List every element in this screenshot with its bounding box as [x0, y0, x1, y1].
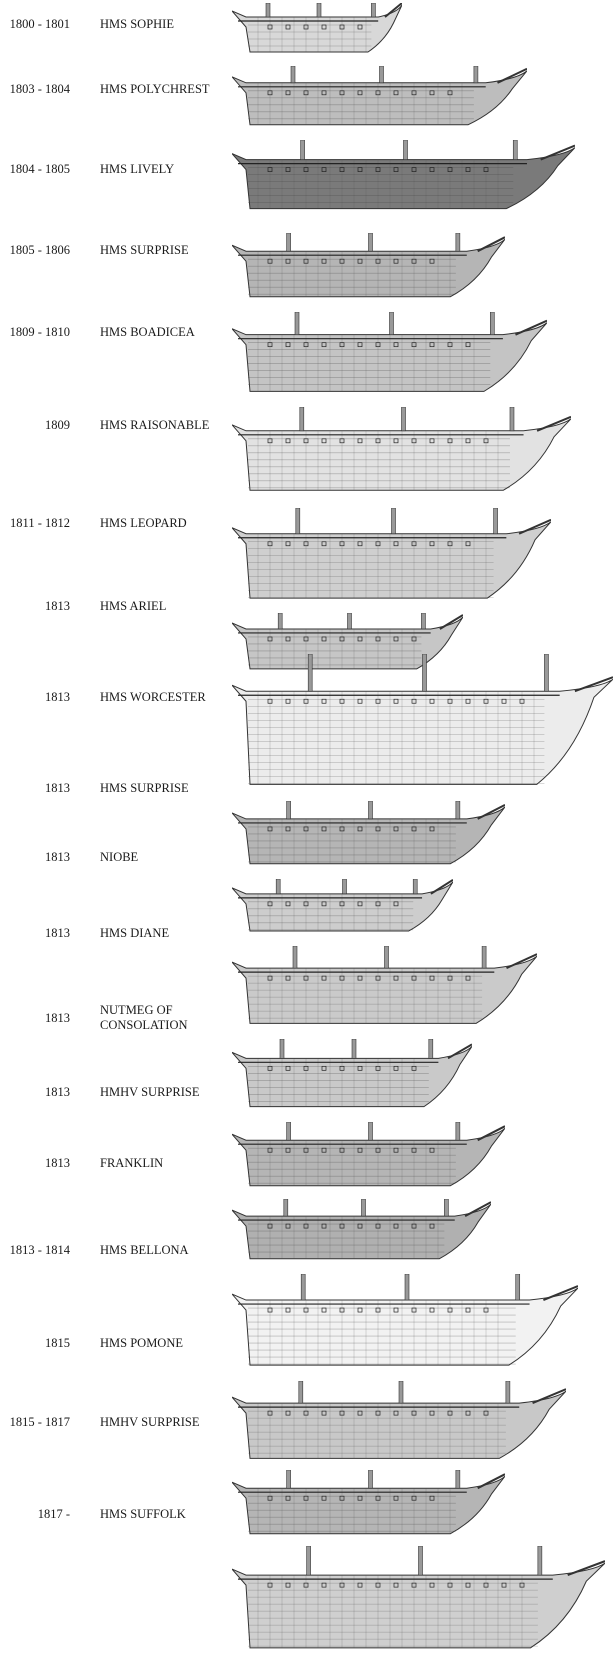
ship-plan-drawing	[232, 508, 551, 600]
service-years: 1809	[45, 418, 70, 432]
ship-plan-drawing	[232, 233, 505, 298]
ship-name: HMS DIANE	[100, 926, 170, 940]
ship-plan-drawing	[232, 654, 613, 787]
ship-name: HMS SOPHIE	[100, 17, 174, 31]
service-years: 1813	[45, 926, 70, 940]
service-years: 1804 - 1805	[9, 162, 70, 176]
ship-name: HMS BOADICEA	[100, 325, 195, 339]
ship-plan-drawing	[232, 407, 571, 492]
ship-name-line: NUTMEG OF	[100, 1003, 173, 1017]
ship-plan-drawing	[232, 140, 575, 210]
ship-name: NIOBE	[100, 850, 139, 864]
ship-name: HMS SURPRISE	[100, 781, 189, 795]
ship-name: HMS POMONE	[100, 1336, 184, 1350]
service-years: 1803 - 1804	[9, 82, 70, 96]
service-years: 1815	[45, 1336, 70, 1350]
ship-plan-drawing	[232, 1274, 578, 1367]
ship-name: HMHV SURPRISE	[100, 1085, 200, 1099]
service-years: 1813	[45, 599, 70, 613]
service-years: 1800 - 1801	[9, 17, 70, 31]
ship-plan-drawing	[232, 879, 453, 932]
ship-plan-drawing	[232, 1039, 472, 1108]
ship-plan-drawing	[232, 3, 402, 53]
ship-name: HMS WORCESTER	[100, 690, 206, 704]
service-years: 1813	[45, 1085, 70, 1099]
service-years: 1811 - 1812	[10, 516, 70, 530]
service-years: 1813	[45, 690, 70, 704]
ship-name: HMS ARIEL	[100, 599, 167, 613]
ship-plan-drawing	[232, 613, 463, 670]
ship-plan-drawing	[232, 946, 537, 1025]
ship-name: HMS LIVELY	[100, 162, 175, 176]
service-years: 1813	[45, 1156, 70, 1170]
ship-name-line: CONSOLATION	[100, 1018, 188, 1032]
ship-name: HMS POLYCHREST	[100, 82, 210, 96]
service-years: 1815 - 1817	[9, 1415, 70, 1429]
ship-plan-drawing	[232, 66, 527, 126]
ship-plan-drawing	[232, 1470, 505, 1535]
ship-plan-drawing	[232, 312, 547, 393]
ship-name: HMS RAISONABLE	[100, 418, 210, 432]
ship-name: HMS LEOPARD	[100, 516, 187, 530]
ship-plan-drawing	[232, 1381, 566, 1460]
service-years: 1805 - 1806	[9, 243, 70, 257]
ship-name: HMS BELLONA	[100, 1243, 189, 1257]
ship-plan-drawing	[232, 1546, 605, 1650]
service-years: 1813 - 1814	[9, 1243, 70, 1257]
service-years: 1813	[45, 1011, 70, 1025]
service-years: 1813	[45, 781, 70, 795]
ship-plan-drawing	[232, 801, 505, 865]
ship-name: HMS SUFFOLK	[100, 1507, 186, 1521]
service-years: 1809 - 1810	[9, 325, 70, 339]
ship-name: FRANKLIN	[100, 1156, 164, 1170]
service-years: 1813	[45, 850, 70, 864]
ship-name: HMHV SURPRISE	[100, 1415, 200, 1429]
ship-plan-drawing	[232, 1199, 491, 1260]
ship-name: HMS SURPRISE	[100, 243, 189, 257]
service-years: 1817 -	[37, 1507, 70, 1521]
ship-plan-drawing	[232, 1122, 505, 1187]
